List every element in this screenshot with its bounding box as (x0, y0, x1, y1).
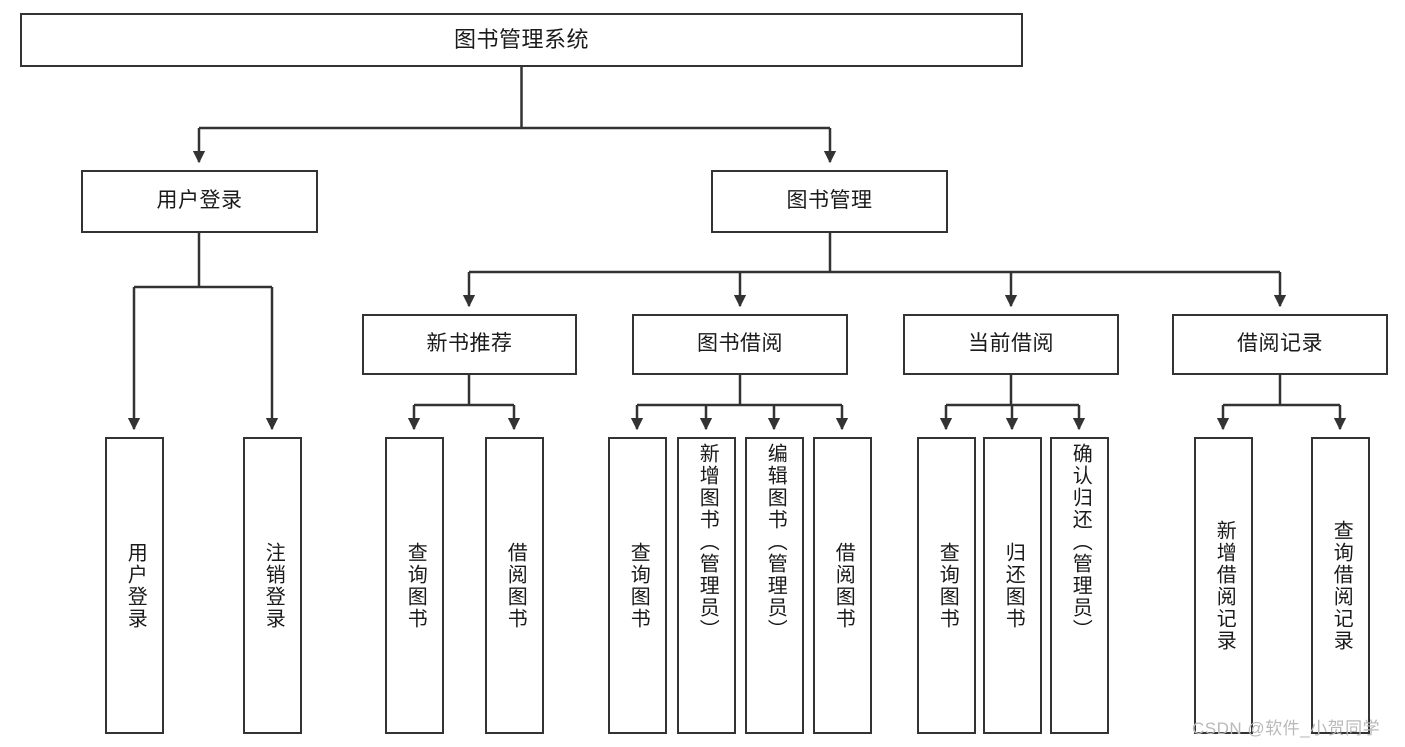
node-label: 当前借阅 (968, 332, 1054, 356)
node-user-login[interactable]: 用户登录 (81, 170, 318, 233)
watermark-csdn: CSDN @软件_小贺同学 (1192, 719, 1381, 738)
node-label: 用户登录 (124, 541, 147, 630)
node-label: 借阅图书 (832, 541, 855, 630)
node-label: 查询图书 (404, 541, 427, 630)
leaf-query-book-new-rec[interactable]: 查询图书 (385, 437, 444, 734)
node-book-management[interactable]: 图书管理 (711, 170, 948, 233)
node-label: 新增图书（管理员） (696, 443, 719, 641)
leaf-query-borrow-record[interactable]: 查询借阅记录 (1311, 437, 1370, 734)
node-label: 查询图书 (936, 541, 959, 630)
node-root-book-management-system[interactable]: 图书管理系统 (20, 13, 1023, 67)
node-label: 图书管理 (786, 189, 873, 213)
node-new-book-recommendation[interactable]: 新书推荐 (362, 314, 577, 375)
node-label: 确认归还（管理员） (1069, 443, 1092, 641)
leaf-borrow-book-new-rec[interactable]: 借阅图书 (485, 437, 544, 734)
node-label: 图书管理系统 (453, 27, 589, 53)
node-label: 注销登录 (262, 541, 285, 630)
leaf-user-login[interactable]: 用户登录 (105, 437, 164, 734)
leaf-confirm-return-admin[interactable]: 确认归还（管理员） (1050, 437, 1109, 734)
node-label: 借阅图书 (504, 541, 527, 630)
node-label: 图书借阅 (697, 332, 783, 356)
leaf-add-book-admin[interactable]: 新增图书（管理员） (677, 437, 736, 734)
node-label: 借阅记录 (1237, 332, 1323, 356)
node-label: 新书推荐 (426, 332, 513, 356)
node-book-borrowing[interactable]: 图书借阅 (632, 314, 848, 375)
leaf-logout[interactable]: 注销登录 (243, 437, 302, 734)
leaf-borrow-book[interactable]: 借阅图书 (813, 437, 872, 734)
node-borrowing-record[interactable]: 借阅记录 (1172, 314, 1388, 375)
leaf-query-book-borrow[interactable]: 查询图书 (608, 437, 667, 734)
node-label: 新增借阅记录 (1213, 519, 1236, 652)
node-label: 查询图书 (627, 541, 650, 630)
leaf-query-book-current[interactable]: 查询图书 (917, 437, 976, 734)
leaf-edit-book-admin[interactable]: 编辑图书（管理员） (745, 437, 804, 734)
leaf-return-book[interactable]: 归还图书 (983, 437, 1042, 734)
node-label: 查询借阅记录 (1330, 519, 1353, 652)
node-current-borrowing[interactable]: 当前借阅 (903, 314, 1119, 375)
node-label: 用户登录 (156, 189, 243, 213)
node-label: 编辑图书（管理员） (764, 443, 787, 641)
leaf-add-borrow-record[interactable]: 新增借阅记录 (1194, 437, 1253, 734)
node-label: 归还图书 (1002, 541, 1025, 630)
